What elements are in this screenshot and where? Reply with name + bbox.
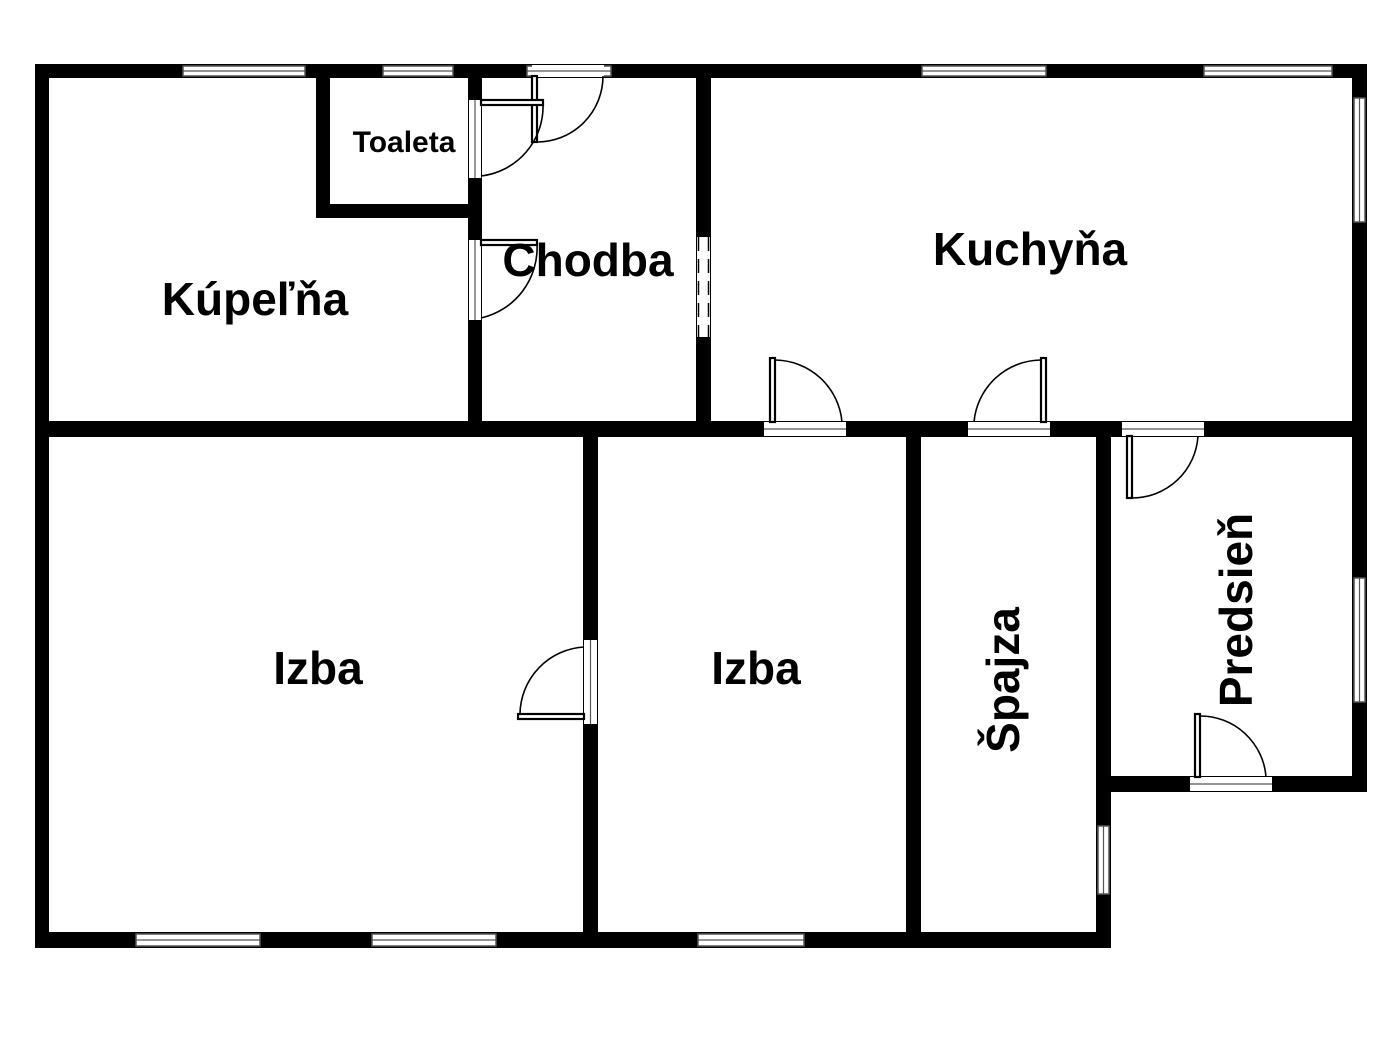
room-label-kupelna: Kúpeľňa bbox=[162, 273, 349, 325]
room-label-toaleta: Toaleta bbox=[353, 126, 456, 159]
wall-toaleta-bottom bbox=[316, 204, 482, 218]
wall-spajza-left bbox=[906, 421, 921, 948]
window bbox=[1203, 65, 1333, 77]
room-label-spajza: Špajza bbox=[977, 607, 1029, 753]
room-labels: Toaleta Kúpeľňa Chodba Kuchyňa Izba Izba… bbox=[162, 126, 1262, 753]
window bbox=[1353, 577, 1366, 703]
room-label-izba-middle: Izba bbox=[711, 642, 801, 694]
door bbox=[1122, 422, 1204, 500]
wall-bottom bbox=[35, 932, 1111, 948]
window bbox=[1353, 97, 1366, 223]
window bbox=[1097, 825, 1110, 895]
window bbox=[382, 65, 454, 77]
window bbox=[697, 933, 805, 947]
window bbox=[182, 65, 306, 77]
door bbox=[530, 65, 604, 144]
wall-toaleta-left bbox=[316, 64, 330, 218]
room-label-chodba: Chodba bbox=[502, 234, 674, 286]
room-label-predsien: Predsieň bbox=[1210, 513, 1262, 707]
room-label-kuchyna: Kuchyňa bbox=[933, 223, 1128, 275]
opening-chodba-kuchyna bbox=[697, 237, 710, 337]
window bbox=[371, 933, 497, 947]
window bbox=[921, 65, 1047, 77]
door bbox=[469, 98, 545, 178]
doors bbox=[469, 65, 1272, 791]
door bbox=[1190, 712, 1272, 791]
door bbox=[516, 640, 597, 724]
wall-predsien-left bbox=[1096, 421, 1111, 792]
window bbox=[135, 933, 261, 947]
room-label-izba-left: Izba bbox=[273, 642, 363, 694]
door bbox=[968, 356, 1050, 436]
door bbox=[764, 356, 846, 436]
wall-left bbox=[35, 64, 49, 948]
door bbox=[469, 238, 539, 320]
walls bbox=[35, 64, 1367, 948]
